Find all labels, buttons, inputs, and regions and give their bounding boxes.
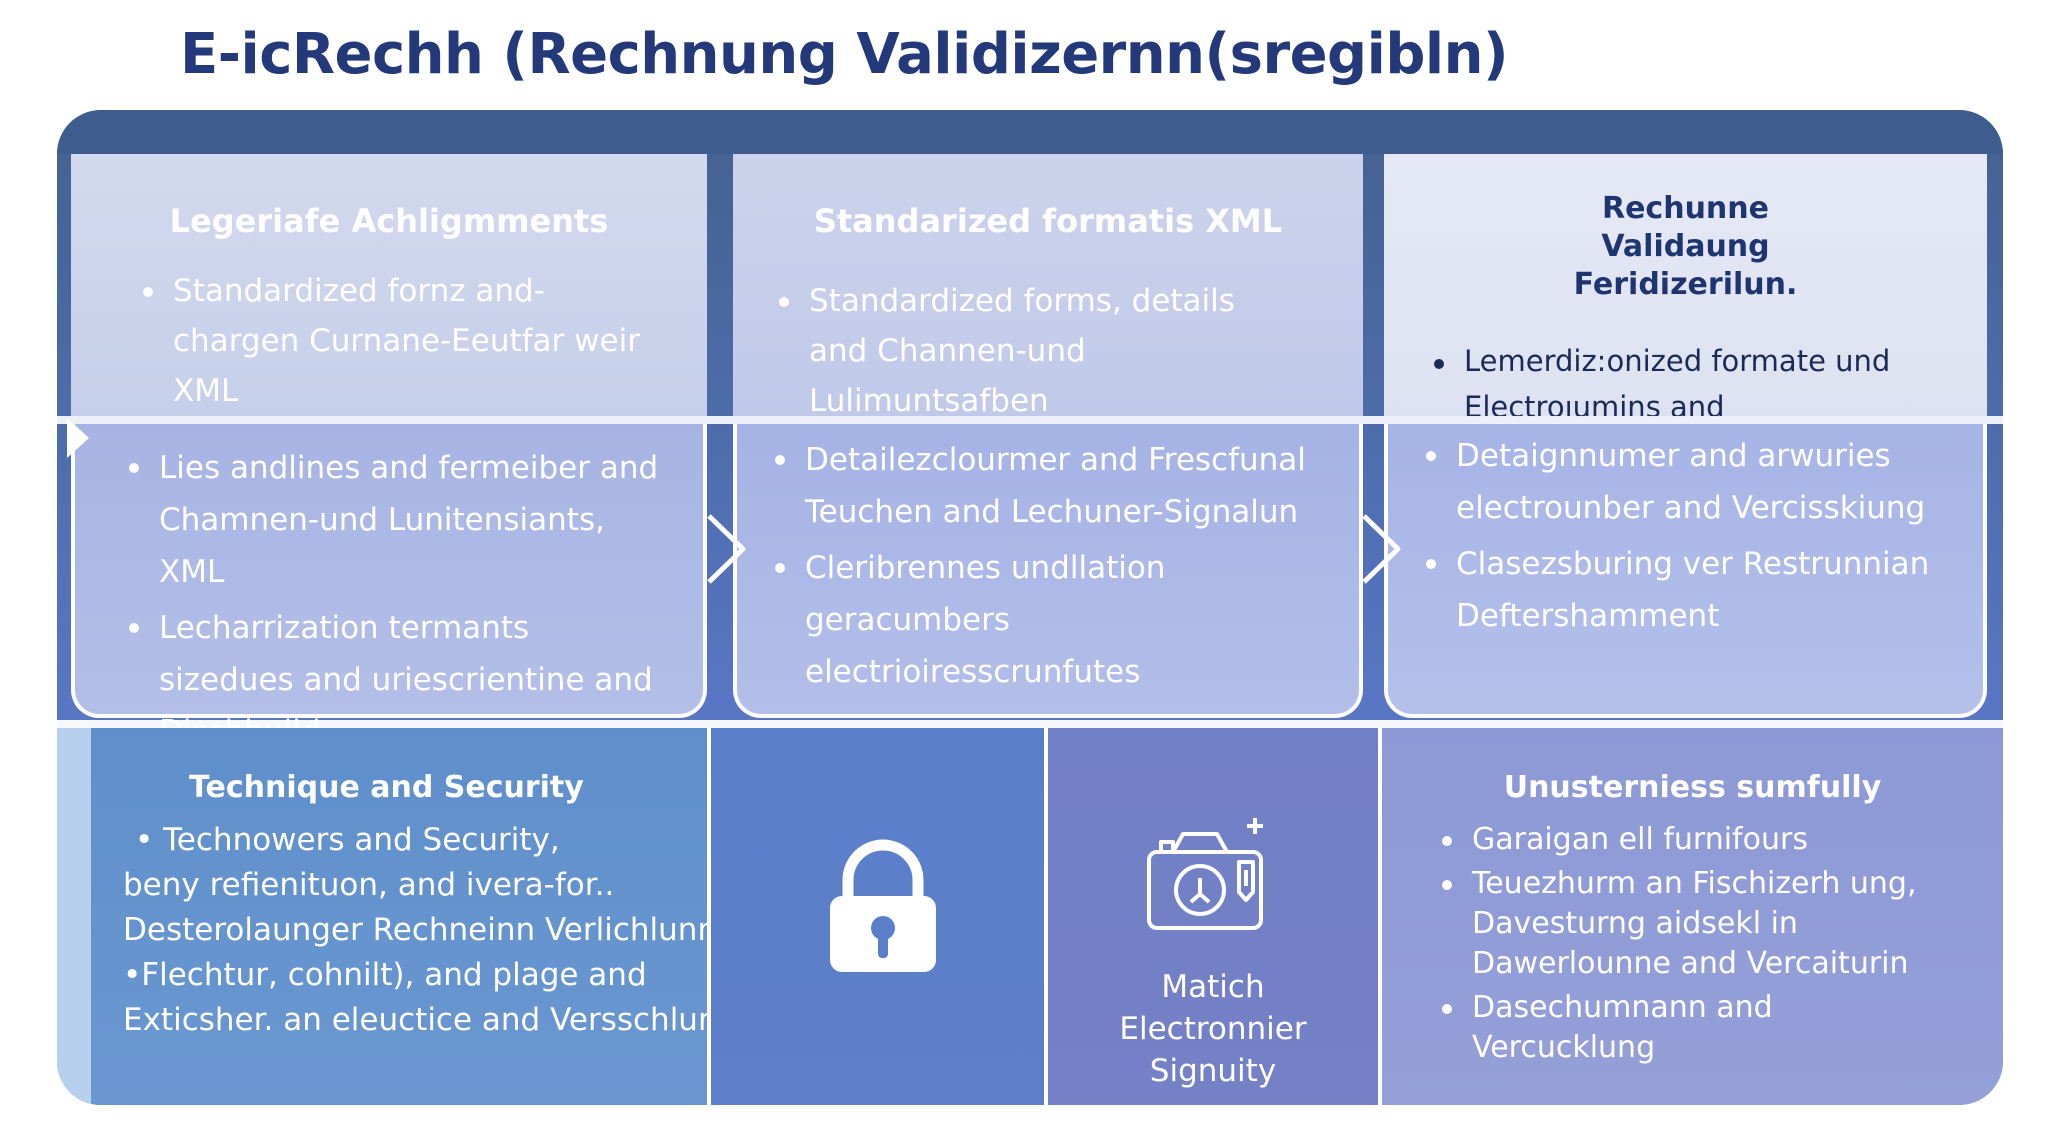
column-2-mid-bullets: Detailezclourmer and Frescfunal Teuchen …	[765, 434, 1325, 698]
triangle-right-icon	[67, 418, 89, 458]
column-3-mid-bullets: Detaignnumer and arwuries electrounber a…	[1416, 430, 1936, 642]
list-item: Detaignnumer and arwuries electrounber a…	[1416, 430, 1936, 534]
row-divider	[57, 720, 2003, 728]
chevron-right-icon	[707, 514, 746, 584]
page-title: E-icRechh (Rechnung Validizernn(sregibln…	[180, 22, 1509, 87]
list-item: Teuezhurm an Fischizerh ung, Davesturng …	[1432, 864, 1952, 984]
summary-panel: Unusterniess sumfully Garaigan ell furni…	[1382, 728, 2003, 1105]
row-divider	[57, 416, 2003, 424]
column-divider	[707, 728, 711, 1105]
list-item: Clasezsburing ver Restrunnian Deftersham…	[1416, 538, 1936, 642]
column-3-header: Rechunne Validaung Feridizerilun. Lemerd…	[1384, 154, 1987, 470]
text-line: Desterolaunger Rechneinn Verlichlunn	[123, 912, 718, 948]
list-item: Lies andlines and fermeiber and Chamnen-…	[119, 442, 659, 598]
signature-label: Matich Electronnier Signuity	[1048, 966, 1378, 1092]
column-2-top-bullets: Standardized forms, details and Channen-…	[769, 276, 1299, 426]
column-divider	[1044, 728, 1048, 1105]
text-line: Matich	[1161, 969, 1265, 1005]
column-3-details: Detaignnumer and arwuries electrounber a…	[1384, 424, 1987, 718]
column-1-heading: Legeriafe Achligmments	[169, 202, 609, 240]
text-line: Electronnier	[1119, 1011, 1307, 1047]
panel-strip	[57, 728, 91, 1105]
column-1-header: Legeriafe Achligmments Standardized forn…	[71, 154, 707, 416]
column-2-header: Standarized formatis XML Standardized fo…	[733, 154, 1363, 419]
text-line: •Flechtur, cohnilt), and plage and	[123, 957, 647, 993]
summary-bullets: Garaigan ell furnifours Teuezhurm an Fis…	[1432, 820, 1952, 1072]
list-item: Detailezclourmer and Frescfunal Teuchen …	[765, 434, 1325, 538]
list-item: Standardized forms, details and Channen-…	[769, 276, 1299, 426]
column-2-heading: Standarized formatis XML	[813, 202, 1283, 240]
camera-icon	[1147, 818, 1263, 930]
list-item: Garaigan ell furnifours	[1432, 820, 1952, 860]
frame-top-bar	[57, 110, 2003, 154]
column-1-mid-bullets: Lies andlines and fermeiber and Chamnen-…	[119, 442, 659, 758]
chevron-right-icon	[1362, 514, 1401, 584]
column-divider	[1378, 728, 1382, 1105]
column-3-heading: Rechunne Validaung Feridizerilun.	[1573, 191, 1798, 302]
list-item: Dasechumnann and Vercucklung	[1432, 988, 1952, 1068]
list-item: Standardized fornz and-chargen Curnane-E…	[133, 266, 653, 416]
lock-panel	[711, 728, 1044, 1105]
diagram-frame: Legeriafe Achligmments Standardized forn…	[57, 110, 2003, 1105]
column-1-details: Lies andlines and fermeiber and Chamnen-…	[71, 424, 707, 750]
column-2-details: Detailezclourmer and Frescfunal Teuchen …	[733, 424, 1363, 718]
list-item: Cleribrennes undllation geracumbers elec…	[765, 542, 1325, 698]
text-line: beny refienituon, and ivera-for..	[123, 867, 615, 903]
text-line: Signuity	[1149, 1053, 1277, 1089]
text-line: Exticsher. an eleuctice and Versschlung	[123, 1002, 738, 1038]
column-1-top-bullets: Standardized fornz and-chargen Curnane-E…	[133, 266, 653, 416]
security-text: • Technowers and Security, beny refienit…	[123, 818, 737, 1043]
security-heading: Technique and Security	[189, 770, 584, 805]
text-line: • Technowers and Security,	[135, 822, 560, 858]
lock-icon	[830, 839, 936, 972]
signature-panel: Matich Electronnier Signuity	[1048, 728, 1378, 1105]
security-panel: Technique and Security • Technowers and …	[57, 728, 737, 1105]
summary-heading: Unusterniess sumfully	[1503, 770, 1882, 805]
